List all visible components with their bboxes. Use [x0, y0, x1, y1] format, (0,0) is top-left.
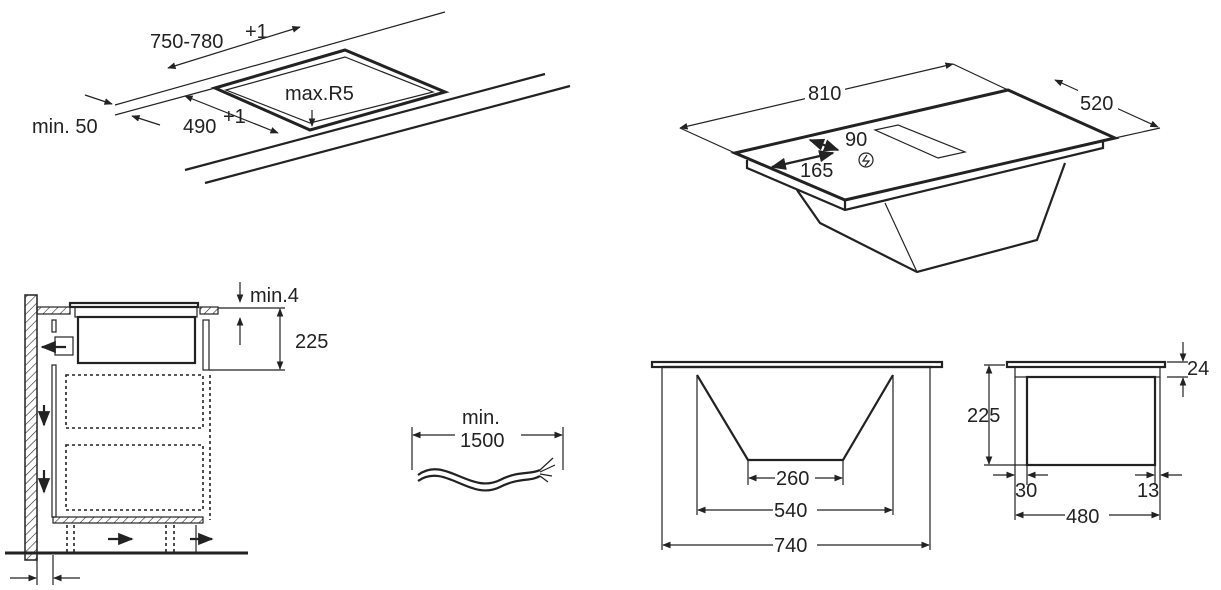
side-left-label: 30	[1015, 480, 1037, 502]
cutout-radius-label: max.R5	[285, 83, 354, 105]
cable-min-label: min.	[462, 407, 500, 429]
side-right-label: 13	[1137, 480, 1159, 502]
front-width-260: 260	[776, 468, 809, 490]
cutout-width-label: 750-780	[150, 31, 223, 53]
cutout-diagram: 750-780 +1 max.R5 490 +1 min. 50	[32, 11, 571, 185]
hob-width-label: 810	[808, 83, 841, 105]
side-view: 225 24 30 13 480	[967, 342, 1209, 528]
hob-isometric: 810 520 90 165	[679, 62, 1161, 274]
cable-diagram: min. 1500	[411, 407, 564, 492]
side-height-label: 225	[967, 405, 1000, 427]
edge-distance-label: min. 50	[32, 116, 98, 138]
power-connection-icon	[858, 152, 874, 168]
hob-depth-label: 520	[1080, 93, 1113, 115]
cabinet-height-label: 225	[295, 331, 328, 353]
front-width-540: 540	[774, 500, 807, 522]
plate-thickness-label: 24	[1187, 358, 1209, 380]
cable-length-label: 1500	[460, 430, 505, 452]
front-width-740: 740	[774, 535, 807, 557]
cutout-depth-tol: +1	[223, 106, 246, 128]
cabinet-section: min.4 225	[5, 282, 328, 585]
gap-label: min.4	[250, 285, 299, 307]
conn-b-label: 165	[800, 160, 833, 182]
front-view: 260 540 740	[650, 360, 944, 557]
cutout-depth-label: 490	[183, 116, 216, 138]
cutout-width-tol: +1	[245, 21, 268, 43]
side-width-label: 480	[1066, 506, 1099, 528]
conn-a-label: 90	[845, 129, 867, 151]
